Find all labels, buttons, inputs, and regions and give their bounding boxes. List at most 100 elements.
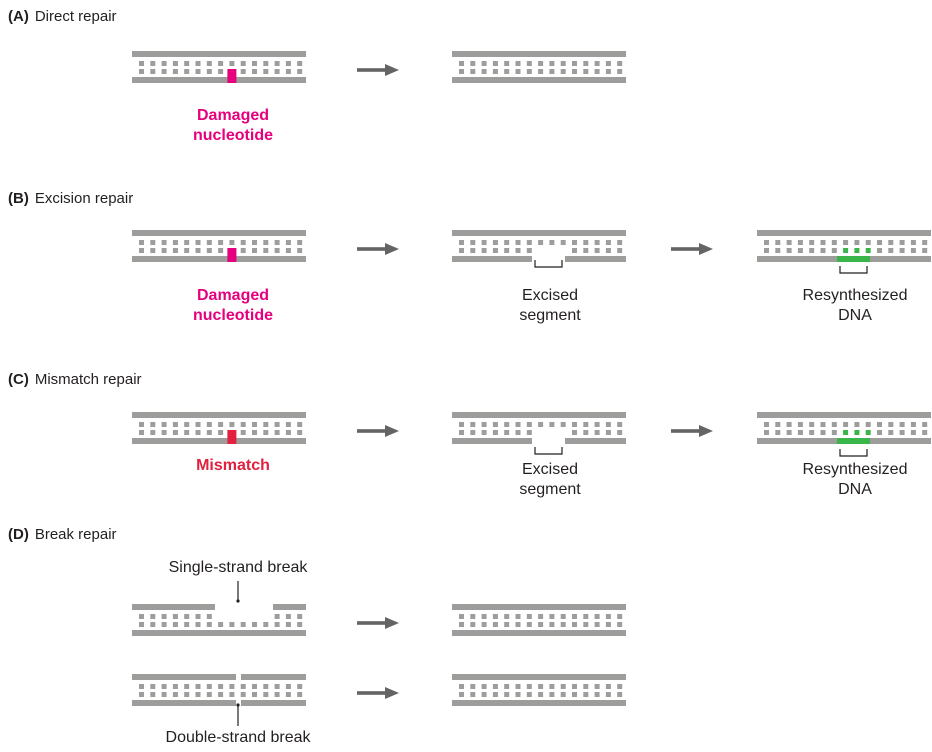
resynthesized-segment xyxy=(837,438,870,444)
base-bottom xyxy=(297,248,303,253)
base-top xyxy=(492,614,498,619)
base-top xyxy=(538,61,544,66)
excised-label-b-line2: segment xyxy=(519,307,581,324)
base-top xyxy=(594,614,600,619)
base-bottom xyxy=(786,248,792,253)
base-top xyxy=(922,422,928,427)
base-top xyxy=(150,240,156,245)
base-bottom xyxy=(240,69,246,74)
base-top xyxy=(560,684,566,689)
base-bottom xyxy=(605,430,611,435)
base-bottom xyxy=(252,248,257,253)
base-top xyxy=(274,61,280,66)
base-top xyxy=(481,614,487,619)
base-top xyxy=(184,614,190,619)
base-top xyxy=(560,61,566,66)
base-bottom xyxy=(583,69,589,74)
base-bottom xyxy=(172,622,178,627)
base-top xyxy=(572,422,577,427)
base-bottom xyxy=(549,69,555,74)
base-bottom xyxy=(297,692,303,697)
base-bottom xyxy=(252,69,257,74)
base-bottom xyxy=(263,622,269,627)
base-top xyxy=(229,240,235,245)
base-bottom xyxy=(538,69,544,74)
base-bottom xyxy=(139,248,144,253)
arrow-shaft xyxy=(671,429,701,433)
section-c-letter: (C) xyxy=(8,371,29,388)
base-top xyxy=(470,240,476,245)
base-top xyxy=(549,684,555,689)
base-bottom xyxy=(481,248,487,253)
section-b-letter: (B) xyxy=(8,190,29,207)
base-bottom xyxy=(218,692,224,697)
base-bottom xyxy=(560,692,566,697)
base-bottom xyxy=(172,69,178,74)
top-strand xyxy=(132,230,306,236)
base-bottom xyxy=(560,69,566,74)
base-bottom xyxy=(481,69,487,74)
base-top xyxy=(252,684,257,689)
base-bottom xyxy=(470,622,476,627)
base-top xyxy=(910,240,916,245)
damaged-nucleotide-mark xyxy=(227,69,237,83)
base-top xyxy=(526,422,532,427)
base-bottom xyxy=(549,692,555,697)
base-bottom xyxy=(274,622,280,627)
section-d-title-text: Break repair xyxy=(34,526,117,543)
arrow-head xyxy=(385,687,399,699)
base-bottom xyxy=(161,69,167,74)
resynthesized-bracket xyxy=(839,449,868,457)
base-top xyxy=(206,422,212,427)
resynth-label-c-line1: Resynthesized xyxy=(802,461,908,478)
base-top xyxy=(843,422,849,427)
base-bottom xyxy=(252,622,257,627)
base-top xyxy=(854,422,860,427)
base-top xyxy=(206,614,212,619)
base-bottom xyxy=(297,430,303,435)
base-bottom xyxy=(820,430,826,435)
resynthesized-dna-label-c: Resynthesized DNA xyxy=(790,460,920,500)
arrow-shaft xyxy=(357,621,387,625)
arrow-shaft xyxy=(357,429,387,433)
base-bottom xyxy=(218,430,224,435)
base-top xyxy=(538,614,544,619)
base-top xyxy=(492,684,498,689)
base-bottom xyxy=(481,692,487,697)
base-bottom xyxy=(583,430,589,435)
dna-repaired-single xyxy=(452,604,626,636)
base-bottom xyxy=(515,692,521,697)
base-bottom xyxy=(605,692,611,697)
base-top xyxy=(617,240,623,245)
resynthesized-segment xyxy=(837,256,870,262)
right-arrow-icon xyxy=(671,243,713,255)
base-top xyxy=(605,61,611,66)
base-bottom xyxy=(504,430,510,435)
base-bottom xyxy=(831,248,837,253)
base-top xyxy=(139,614,144,619)
bottom-strand xyxy=(452,438,532,444)
base-top xyxy=(831,422,837,427)
base-bottom xyxy=(617,248,623,253)
bottom-strand xyxy=(452,700,626,706)
section-c-title-text: Mismatch repair xyxy=(34,371,142,388)
top-strand xyxy=(241,674,306,680)
top-strand xyxy=(273,604,306,610)
bottom-strand xyxy=(132,77,306,83)
base-top xyxy=(617,61,623,66)
base-top xyxy=(526,684,532,689)
bottom-strand xyxy=(132,700,236,706)
base-top xyxy=(297,614,303,619)
damaged-nucleotide-label-b: Damaged nucleotide xyxy=(163,286,303,326)
base-bottom xyxy=(240,622,246,627)
base-top xyxy=(470,61,476,66)
base-bottom xyxy=(515,430,521,435)
base-bottom xyxy=(195,622,201,627)
base-bottom xyxy=(526,69,532,74)
base-top xyxy=(605,614,611,619)
base-bottom xyxy=(583,622,589,627)
base-top xyxy=(161,61,167,66)
base-top xyxy=(470,422,476,427)
base-bottom xyxy=(470,692,476,697)
base-top xyxy=(218,61,224,66)
